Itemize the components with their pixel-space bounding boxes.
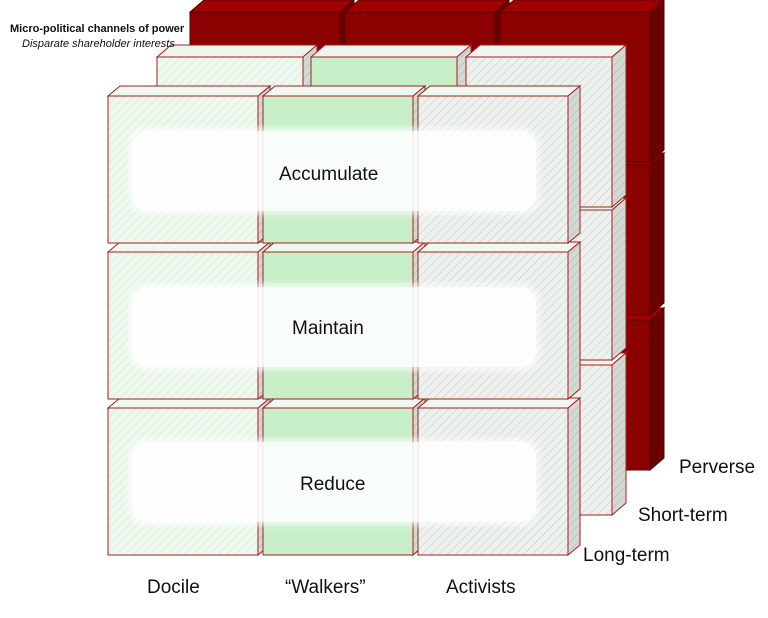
depth-label-short-term: Short-term xyxy=(638,505,728,526)
row-label-maintain: Maintain xyxy=(292,318,364,339)
row-band-2 xyxy=(128,438,540,526)
row-band-0 xyxy=(128,127,540,215)
column-label-walkers: “Walkers” xyxy=(285,577,366,598)
row-label-accumulate: Accumulate xyxy=(279,164,379,185)
depth-label-perverse: Perverse xyxy=(679,457,756,478)
column-label-docile: Docile xyxy=(147,577,200,598)
diagram-subtitle: Disparate shareholder interests xyxy=(22,38,175,50)
column-label-activists: Activists xyxy=(446,577,516,598)
row-band-1 xyxy=(128,283,540,371)
row-label-reduce: Reduce xyxy=(300,474,366,495)
diagram-title: Micro-political channels of power xyxy=(10,23,185,35)
depth-label-long-term: Long-term xyxy=(583,545,670,566)
